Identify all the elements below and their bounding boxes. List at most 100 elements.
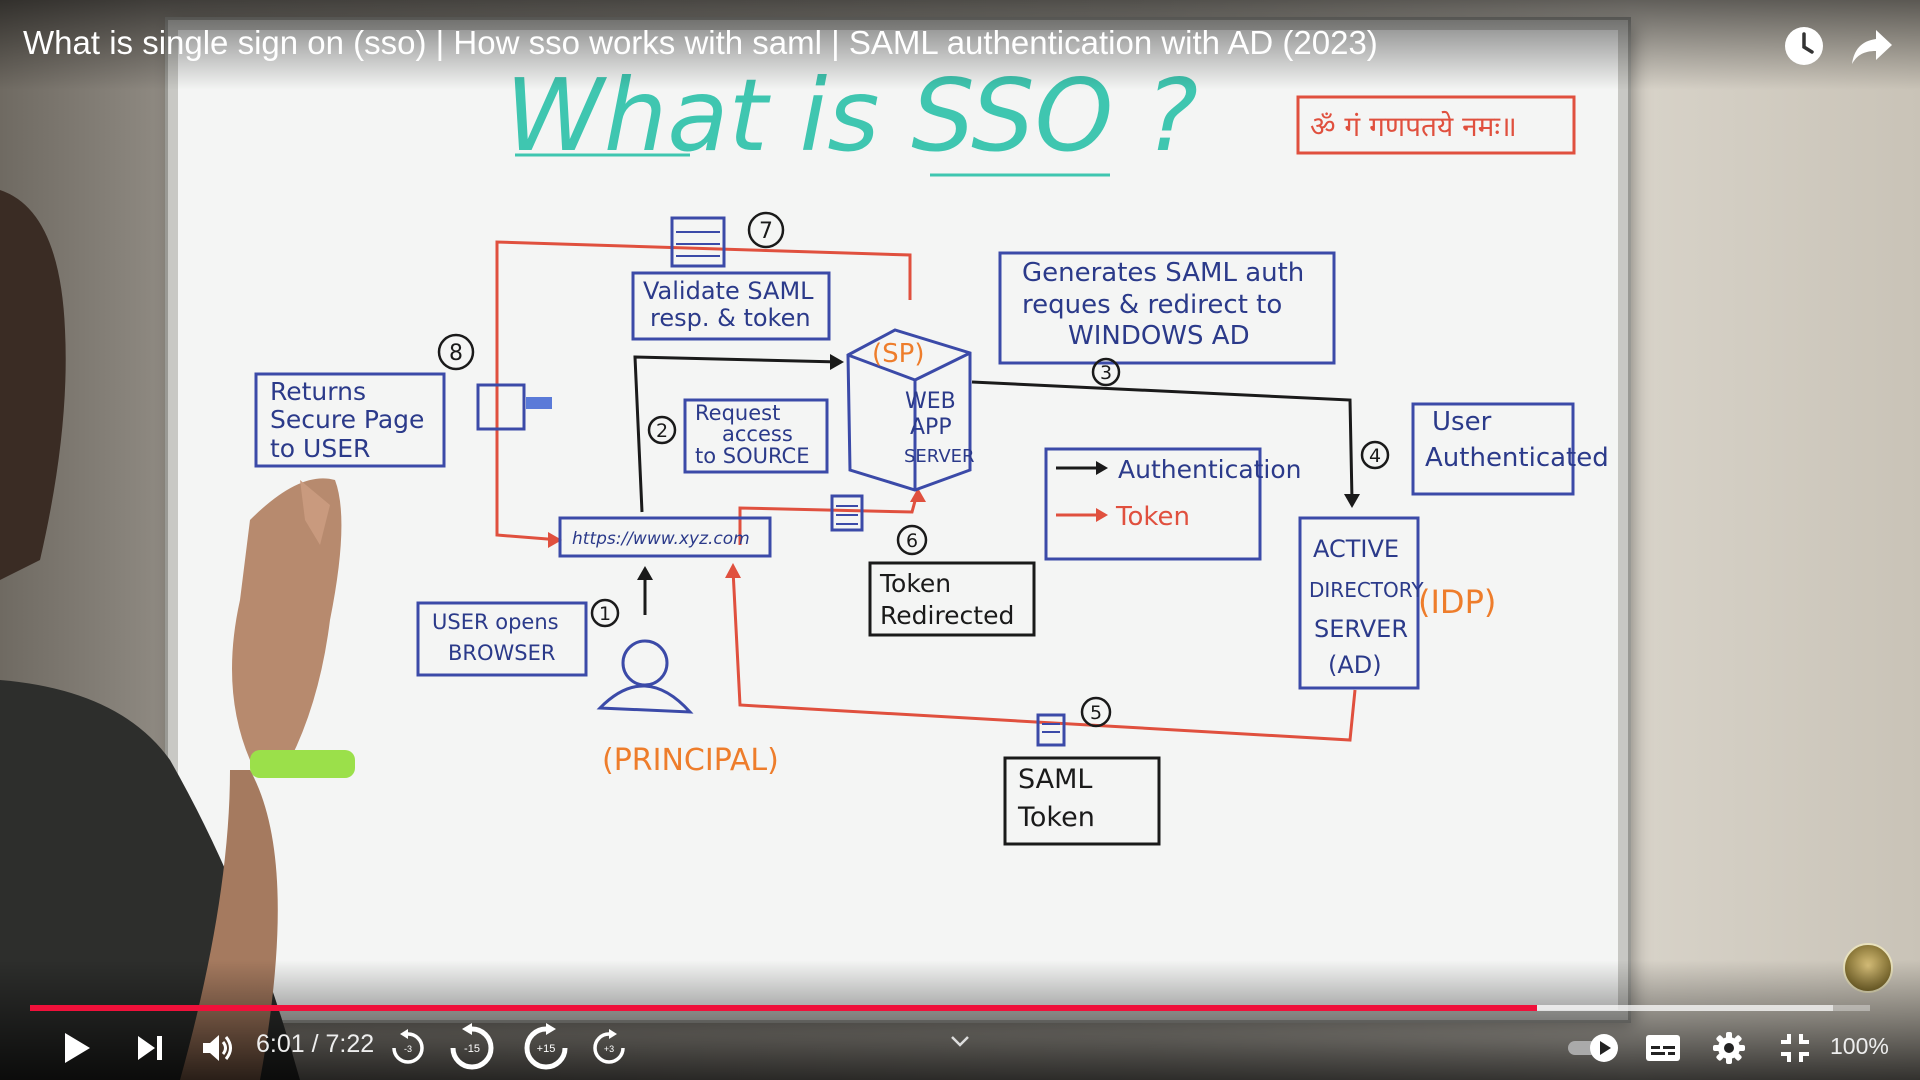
saml-token-box bbox=[1003, 756, 1161, 846]
play-button[interactable] bbox=[52, 1023, 102, 1073]
step-7: 7 bbox=[759, 219, 773, 244]
request-line-2: access bbox=[722, 422, 793, 446]
sp-label: (SP) bbox=[872, 339, 924, 369]
svg-text:Token Redirected: Token Redirected bbox=[879, 569, 1014, 630]
top-overlay bbox=[0, 0, 1920, 90]
skip-back-15-button[interactable]: -15 bbox=[444, 1023, 500, 1073]
svg-text:Request access to: Request access to SOURCE bbox=[695, 401, 809, 468]
url-text: https://www.xyz.com bbox=[572, 529, 750, 549]
token-doc-icon bbox=[830, 494, 864, 532]
step-8: 8 bbox=[449, 341, 463, 366]
svg-text:WEB APP SERVER: WEB APP SERVER bbox=[904, 389, 975, 467]
generates-line-3: WINDOWS AD bbox=[1068, 321, 1250, 351]
clock-icon[interactable] bbox=[1782, 24, 1826, 68]
step-6-circle bbox=[896, 524, 928, 556]
returns-line-1: Returns bbox=[270, 377, 366, 406]
ad-line-2: DIRECTORY bbox=[1309, 578, 1424, 602]
request-line-3: to SOURCE bbox=[695, 444, 809, 468]
svg-text:SAML Token: SAML Token bbox=[1017, 764, 1101, 833]
step-3-circle bbox=[1091, 357, 1121, 387]
user-auth-line-2: Authenticated bbox=[1425, 443, 1609, 473]
principal-person-icon bbox=[621, 639, 669, 687]
skip-back-15-icon: -15 bbox=[450, 1023, 494, 1070]
step-6: 6 bbox=[906, 530, 918, 552]
user-opens-line-1: USER opens bbox=[432, 610, 559, 634]
token-redirected-line-2: Redirected bbox=[880, 601, 1014, 630]
svg-text:Generates SAML auth requ: Generates SAML auth reques & redirect to… bbox=[1022, 258, 1313, 351]
step-4: 4 bbox=[1369, 445, 1381, 467]
step-4-circle bbox=[1360, 440, 1390, 470]
web-app-line-2: APP bbox=[910, 415, 952, 440]
returns-line-2: Secure Page bbox=[270, 405, 424, 434]
gear-icon bbox=[1713, 1032, 1745, 1064]
legend-authentication: Authentication bbox=[1118, 455, 1302, 484]
volume-button[interactable] bbox=[196, 1023, 240, 1073]
web-app-server-box bbox=[846, 328, 972, 492]
user-opens-box bbox=[416, 601, 588, 677]
settings-button[interactable] bbox=[1706, 1023, 1752, 1073]
progress-bar[interactable] bbox=[30, 1005, 1870, 1011]
web-app-line-3: SERVER bbox=[904, 446, 975, 467]
play-icon bbox=[65, 1033, 90, 1063]
skip-forward-3-icon: +3 bbox=[593, 1029, 625, 1064]
step-2: 2 bbox=[656, 420, 668, 442]
svg-text:ACTIVE DIRECTORY S: ACTIVE DIRECTORY SERVER (AD) bbox=[1309, 535, 1431, 679]
presenter-figure bbox=[0, 190, 355, 1080]
expand-chevron-button[interactable] bbox=[945, 1028, 975, 1054]
saml-token-line-1: SAML bbox=[1018, 764, 1092, 795]
exit-fullscreen-button[interactable] bbox=[1772, 1023, 1818, 1073]
ad-line-4: (AD) bbox=[1328, 651, 1382, 679]
token-redirected-line-1: Token bbox=[879, 569, 951, 598]
url-bar bbox=[558, 516, 772, 558]
skip-back-3-icon: -3 bbox=[392, 1029, 424, 1064]
share-arrow-icon[interactable] bbox=[1850, 24, 1894, 68]
whiteboard bbox=[168, 20, 1628, 1020]
svg-text:USER opens BROWSER: USER opens BROWSER bbox=[432, 610, 565, 665]
autoplay-toggle[interactable] bbox=[1564, 1023, 1624, 1073]
progress-played bbox=[30, 1005, 1537, 1011]
validate-doc-icon bbox=[670, 216, 726, 268]
next-button[interactable] bbox=[128, 1023, 172, 1073]
request-line-1: Request bbox=[695, 401, 780, 425]
legend-box bbox=[1044, 447, 1262, 561]
zoom-level: 100% bbox=[1830, 1033, 1889, 1059]
sanskrit-box bbox=[1296, 95, 1576, 155]
request-box bbox=[683, 398, 829, 474]
svg-text:+15: +15 bbox=[537, 1043, 556, 1055]
svg-text:-3: -3 bbox=[404, 1044, 412, 1054]
step-3: 3 bbox=[1100, 362, 1112, 384]
validate-line-1: Validate SAML bbox=[643, 277, 814, 305]
exit-fullscreen-icon bbox=[1781, 1034, 1809, 1062]
legend-token: Token bbox=[1115, 502, 1190, 532]
time-display: 6:01 / 7:22 bbox=[256, 1030, 375, 1058]
user-opens-line-2: BROWSER bbox=[448, 641, 555, 665]
subtitles-button[interactable] bbox=[1640, 1023, 1686, 1073]
idp-label: (IDP) bbox=[1418, 583, 1496, 621]
validate-line-2: resp. & token bbox=[650, 304, 811, 332]
principal-label: (PRINCIPAL) bbox=[602, 743, 779, 778]
generates-line-1: Generates SAML auth bbox=[1022, 258, 1304, 288]
user-auth-line-1: User bbox=[1432, 407, 1492, 437]
generates-box bbox=[998, 251, 1336, 365]
token-redirected-box bbox=[868, 561, 1036, 637]
ad-line-3: SERVER bbox=[1314, 615, 1408, 643]
skip-forward-15-button[interactable]: +15 bbox=[518, 1023, 574, 1073]
sanskrit-text: ॐ गं गणपतये नमः॥ bbox=[1310, 110, 1517, 143]
returns-box bbox=[254, 372, 446, 468]
step-2-circle bbox=[647, 415, 677, 445]
user-authenticated-box bbox=[1411, 402, 1575, 496]
web-app-line-1: WEB bbox=[905, 389, 956, 414]
generates-line-2: reques & redirect to bbox=[1022, 290, 1282, 320]
skip-forward-3-button[interactable]: +3 bbox=[587, 1023, 631, 1073]
svg-text:+3: +3 bbox=[604, 1044, 614, 1054]
step-5: 5 bbox=[1090, 702, 1102, 724]
autoplay-toggle-icon bbox=[1568, 1034, 1618, 1062]
ad-line-1: ACTIVE bbox=[1313, 535, 1399, 563]
video-title[interactable]: What is single sign on (sso) | How sso w… bbox=[23, 24, 1378, 61]
step-8-circle bbox=[437, 333, 475, 371]
svg-text:User Authenticated: User Authenticated bbox=[1425, 407, 1609, 473]
returns-line-3: to USER bbox=[270, 434, 370, 463]
skip-back-3-button[interactable]: -3 bbox=[386, 1023, 430, 1073]
active-directory-box bbox=[1298, 516, 1420, 690]
